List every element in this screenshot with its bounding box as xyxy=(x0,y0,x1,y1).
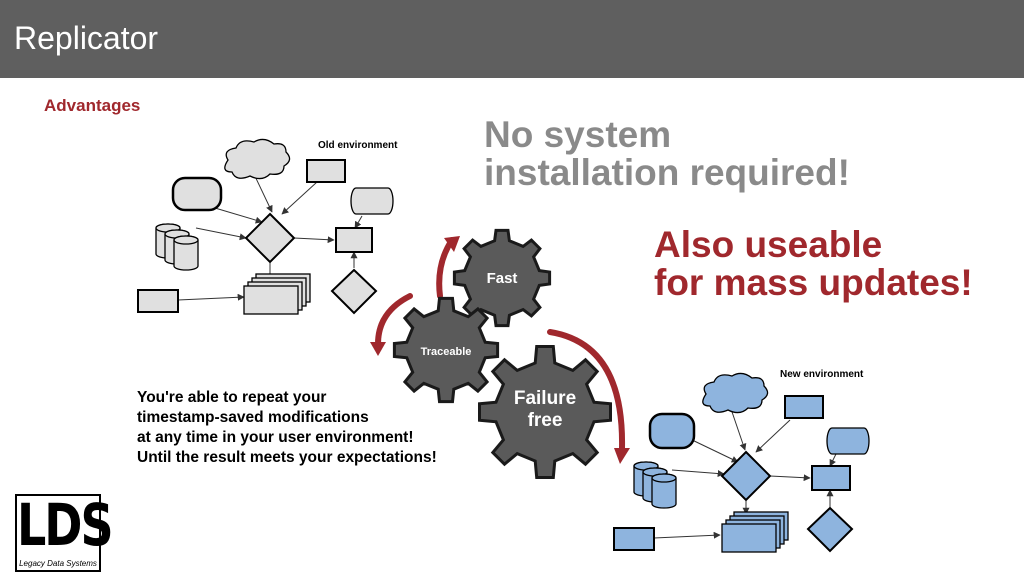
arrow-up-fast xyxy=(436,237,455,299)
arrow-left-traceable-head xyxy=(370,342,386,356)
old-document-icon xyxy=(306,159,346,183)
title-bar: Replicator xyxy=(0,0,1024,78)
description-text: You're able to repeat your timestamp-sav… xyxy=(137,388,437,468)
new-environment-label: New environment xyxy=(780,369,864,380)
description-line-1: You're able to repeat your xyxy=(137,389,327,406)
gear-failure-free-label-line-1: Failure xyxy=(514,388,576,409)
old-drum-storage-icon xyxy=(350,187,394,215)
new-multi-document-stack-icon xyxy=(721,511,789,553)
gear-failure-free-icon: Failure free xyxy=(478,345,612,479)
arrow-right-failure-head xyxy=(614,448,630,464)
lds-logo: LDS Legacy Data Systems xyxy=(15,491,114,572)
page-title: Replicator xyxy=(14,20,159,56)
headline-no-installation: No system installation required! xyxy=(484,116,850,192)
old-connector-lines xyxy=(177,171,363,301)
old-environment-label: Old environment xyxy=(318,140,398,151)
headline-red-line-2: for mass updates! xyxy=(654,262,973,303)
old-process-box-icon xyxy=(335,227,373,253)
gear-fast-label: Fast xyxy=(487,270,518,287)
new-small-diamond-icon xyxy=(806,506,854,553)
new-input-box-icon xyxy=(613,527,655,551)
new-cloud-icon xyxy=(702,372,769,414)
old-small-diamond-icon xyxy=(330,268,378,315)
new-document-icon xyxy=(784,395,824,419)
new-process-box-icon xyxy=(811,465,851,491)
section-subtitle: Advantages xyxy=(44,96,141,115)
headline-red-line-1: Also useable xyxy=(654,224,883,265)
gear-traceable-icon: Traceable xyxy=(392,296,500,404)
old-database-stack-icon xyxy=(155,223,199,271)
logo-caption: Legacy Data Systems xyxy=(19,559,97,568)
old-environment-diagram xyxy=(137,138,394,315)
old-decision-diamond-icon xyxy=(244,212,296,264)
description-line-3: at any time in your user environment! xyxy=(137,429,414,446)
new-drum-storage-icon xyxy=(826,427,870,455)
old-input-box-icon xyxy=(137,289,179,313)
logo-letters: LDS xyxy=(17,491,114,559)
new-connector-lines xyxy=(653,405,837,539)
rotation-arrows xyxy=(370,236,630,464)
gear-fast-icon: Fast xyxy=(452,228,552,328)
new-decision-diamond-icon xyxy=(720,450,772,502)
new-environment-diagram xyxy=(613,372,870,553)
new-rounded-terminal-icon xyxy=(648,412,696,450)
arrow-up-fast-head xyxy=(444,236,460,252)
gear-traceable-label: Traceable xyxy=(421,346,472,358)
arrow-left-traceable xyxy=(375,293,413,347)
old-multi-document-stack-icon xyxy=(243,273,311,315)
headline-grey-line-1: No system xyxy=(484,114,672,155)
description-line-2: timestamp-saved modifications xyxy=(137,409,369,426)
old-cloud-icon xyxy=(224,138,291,180)
arrow-right-failure xyxy=(547,329,626,451)
headline-grey-line-2: installation required! xyxy=(484,152,850,193)
gear-failure-free-label-line-2: free xyxy=(528,410,563,431)
new-database-stack-icon xyxy=(633,461,677,509)
old-rounded-terminal-icon xyxy=(171,176,223,212)
description-line-4: Until the result meets your expectations… xyxy=(137,449,437,466)
headline-mass-updates: Also useable for mass updates! xyxy=(654,226,973,302)
